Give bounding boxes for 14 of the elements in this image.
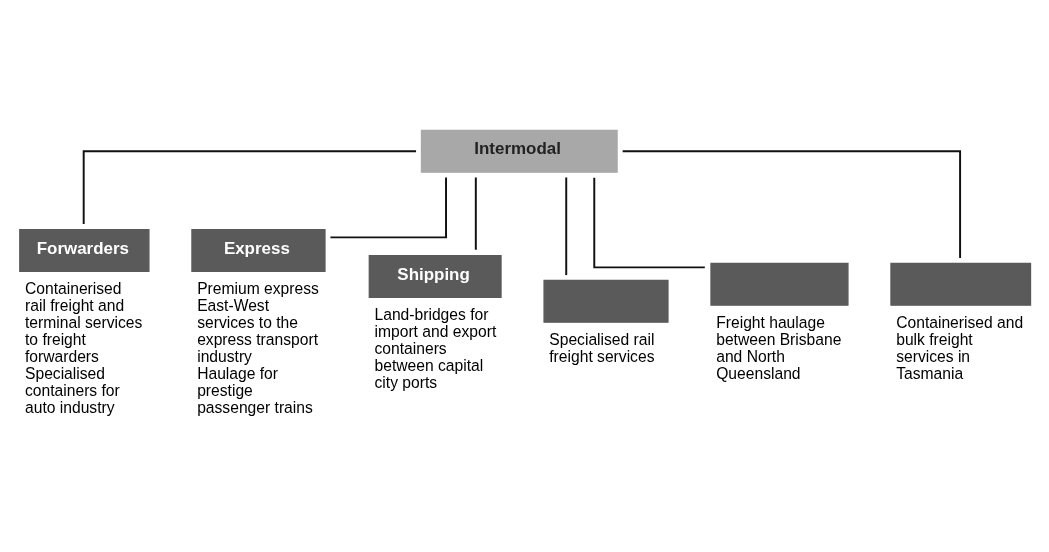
node-label: Specialised rail freight services bbox=[549, 330, 655, 365]
connector bbox=[565, 176, 568, 276]
node-label: Premium express East-West services to the express transport industry bbox=[197, 279, 319, 365]
node-label: Specialised containers for auto industry bbox=[25, 364, 120, 416]
connector bbox=[593, 176, 706, 268]
node-label: Containerised rail freight and terminal services to freight forwarders bbox=[25, 279, 143, 365]
node-label: Containerised and bulk freight services in Tasmania bbox=[896, 313, 1024, 382]
connector bbox=[82, 149, 418, 225]
node-label: Haulage for prestige passenger trains bbox=[197, 364, 313, 416]
connector bbox=[474, 176, 477, 251]
node-label: Land-bridges for import and export containers between capital city ports bbox=[374, 305, 497, 391]
connector bbox=[621, 149, 962, 259]
node-label: Freight haulage between Brisbane and North Queensland bbox=[716, 313, 842, 382]
connector bbox=[329, 176, 447, 238]
